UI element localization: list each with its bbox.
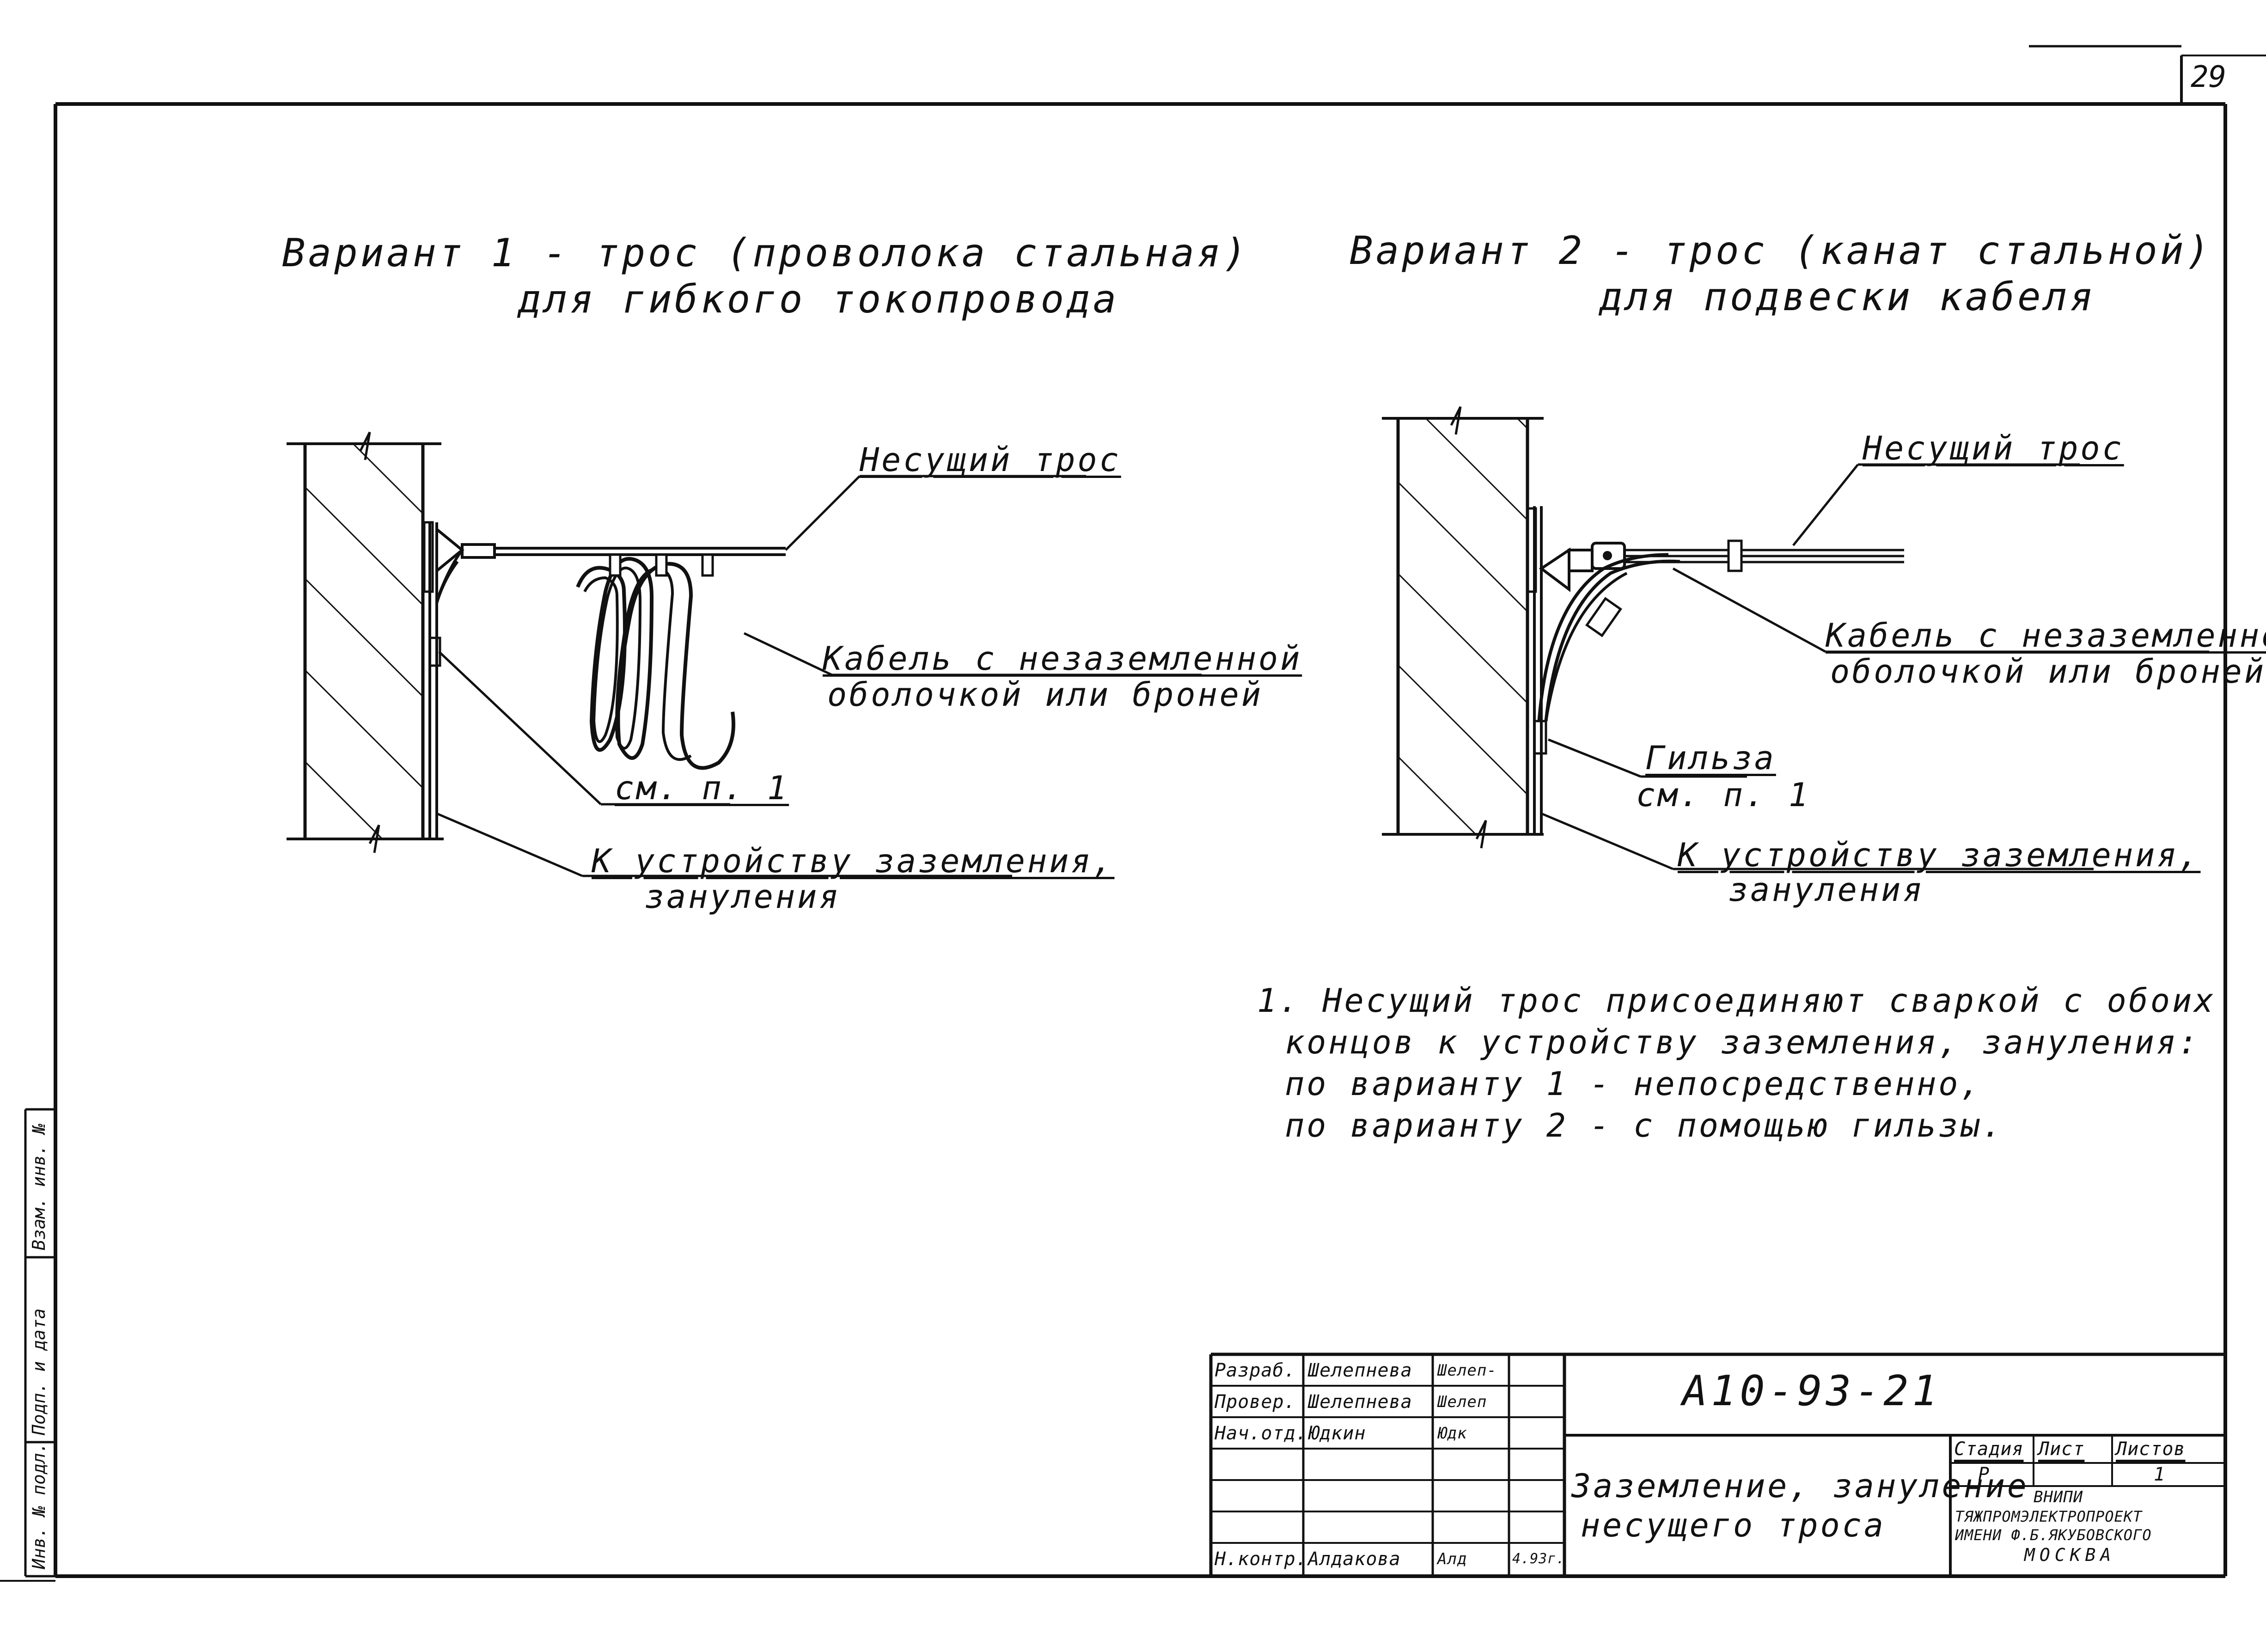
variant2-label-ref: см. п. 1 [1636, 776, 1811, 814]
tb-sign-3: Юдк [1437, 1424, 1467, 1443]
variant1-label-ground-line2: зануления [645, 878, 841, 916]
variant1-label-ground-line1: К устройству заземления, [592, 842, 1115, 880]
variant2-label-sleeve: Гильза [1645, 739, 1776, 777]
variant1-label-support-cable: Несущий трос [860, 441, 1121, 479]
variant2-label-ground-line1: К устройству заземления, [1678, 836, 2201, 874]
variant2-label-cable-line1: Кабель с незаземленной [1826, 617, 2266, 655]
variant1-title-line1: Вариант 1 - трос (проволока стальная) [282, 230, 1250, 275]
note-line-3: по варианту 1 - непосредственно, [1285, 1065, 1982, 1103]
tb-role-7: Н.контр. [1215, 1548, 1307, 1570]
note-line-4: по варианту 2 - с помощью гильзы. [1285, 1107, 2004, 1144]
variant2-label-cable-line2: оболочкой или броней [1830, 653, 2266, 691]
title-block-frame [1209, 1352, 2225, 1576]
tb-val-sheets: 1 [2154, 1464, 2166, 1485]
org-line3: ИМЕНИ Ф.Б.ЯКУБОВСКОГО [1955, 1526, 2152, 1544]
side-stamp-cell1: Инв. № подл. [29, 1442, 49, 1569]
tb-name-1: Шелепнева [1308, 1360, 1412, 1381]
variant1-label-ref: см. п. 1 [615, 769, 789, 807]
tb-col-sheets: Листов [2116, 1438, 2186, 1460]
side-stamp-cell3: Взам. инв. № [29, 1123, 49, 1250]
variant2-label-support-cable: Несущий трос [1863, 429, 2124, 467]
variant1-title-line2: для гибкого токопровода [518, 276, 1119, 322]
document-code: А10-93-21 [1682, 1367, 1941, 1415]
tb-role-3: Нач.отд. [1215, 1423, 1307, 1444]
tb-role-1: Разраб. [1215, 1360, 1296, 1381]
tb-sign-1: Шелеп- [1437, 1361, 1497, 1380]
side-stamp-cell2: Подп. и дата [29, 1308, 49, 1435]
variant1-drawing [287, 431, 1202, 877]
variant2-drawing [1382, 406, 2209, 870]
tb-name-2: Шелепнева [1308, 1391, 1412, 1413]
variant2-title-line1: Вариант 2 - трос (канат стальной) [1350, 228, 2212, 273]
tb-col-sheet: Лист [2038, 1438, 2085, 1460]
side-stamp-frame [0, 1108, 55, 1582]
tb-name-7: Алдакова [1308, 1548, 1401, 1570]
sheet-title-line2: несущего троса [1581, 1506, 1886, 1544]
tb-col-stage: Стадия [1954, 1438, 2024, 1460]
sheet-frame [54, 45, 2266, 1578]
note-line-1: 1. Несущий трос присоединяют сваркой с о… [1257, 982, 2216, 1020]
org-line4: МОСКВА [2024, 1545, 2116, 1565]
page-number: 29 [2191, 60, 2227, 94]
tb-role-2: Провер. [1215, 1391, 1296, 1413]
sheet-title-line1: Заземление, зануление [1571, 1467, 2029, 1505]
org-line2: ТЯЖПРОМЭЛЕКТРОПРОЕКТ [1955, 1508, 2143, 1525]
variant2-title-line2: для подвески кабеля [1599, 274, 2096, 319]
variant2-label-ground-line2: зануления [1729, 871, 1925, 909]
tb-name-3: Юдкин [1308, 1423, 1366, 1444]
tb-date-7: 4.93г. [1512, 1551, 1565, 1567]
tb-sign-7: Алд [1437, 1550, 1467, 1568]
note-line-2: концов к устройству заземления, занулени… [1285, 1023, 2200, 1061]
org-line1: ВНИПИ [2034, 1488, 2083, 1506]
tb-sign-2: Шелеп [1437, 1393, 1487, 1411]
variant1-label-cable-line2: оболочкой или броней [827, 676, 1263, 714]
tb-val-stage: Р [1978, 1464, 1990, 1485]
variant1-label-cable-line1: Кабель с незаземленной [823, 640, 1302, 678]
